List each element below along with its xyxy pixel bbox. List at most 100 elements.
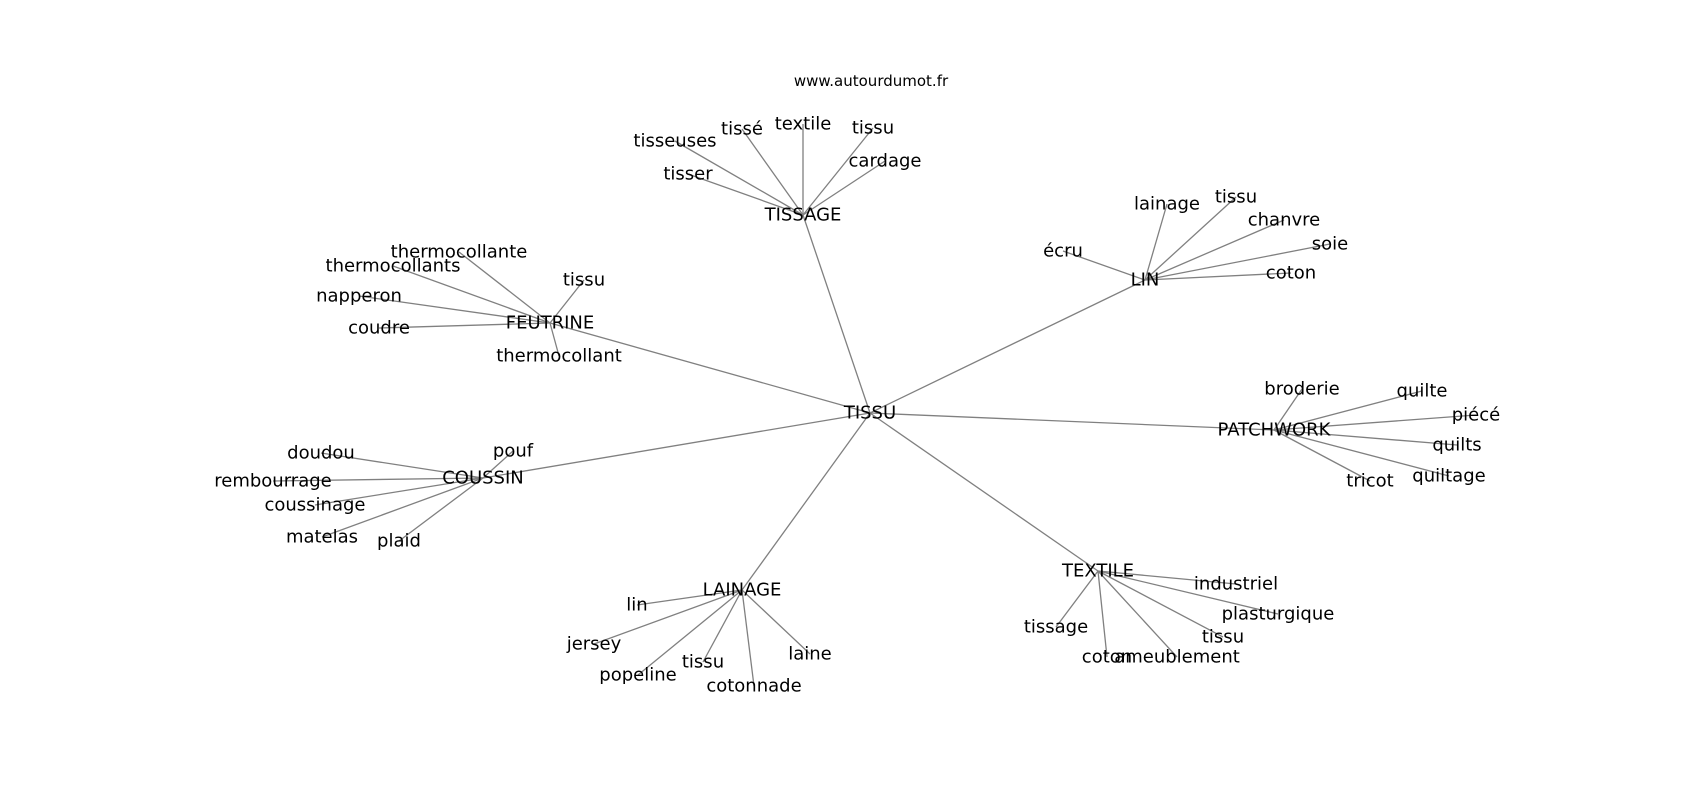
edge-coussin-3 — [321, 477, 484, 538]
edge-lin-0 — [1144, 203, 1168, 281]
word-node: thermocollant — [496, 346, 622, 367]
edge-root-textile — [869, 412, 1099, 572]
word-node: tissu — [682, 652, 724, 673]
edge-coussin-4 — [398, 477, 484, 542]
word-node: tissu — [1215, 187, 1257, 208]
word-node: coudre — [348, 318, 410, 339]
hub-node-lin: LIN — [1131, 270, 1160, 291]
edge-root-lainage — [741, 412, 871, 591]
word-node: plasturgique — [1222, 604, 1335, 625]
edge-patchwork-1 — [1273, 390, 1423, 431]
edge-tissage-4 — [802, 160, 886, 216]
edge-patchwork-0 — [1273, 388, 1303, 431]
edge-tissage-5 — [687, 173, 804, 216]
word-node: tissu — [1202, 627, 1244, 648]
word-node: chanvre — [1248, 210, 1320, 231]
hub-node-tissage: TISSAGE — [764, 205, 842, 226]
edge-feutrine-2 — [358, 295, 551, 324]
edge-feutrine-1 — [392, 265, 551, 324]
edge-patchwork-2 — [1273, 414, 1477, 431]
root-node: TISSU — [843, 403, 896, 424]
word-node: quilte — [1397, 381, 1448, 402]
edge-root-coussin — [482, 412, 871, 479]
word-node: plaid — [377, 531, 421, 552]
site-url-label: www.autourdumot.fr — [793, 72, 949, 90]
word-node: piécé — [1452, 405, 1500, 426]
hub-node-textile: TEXTILE — [1061, 561, 1134, 582]
edge-feutrine-4 — [549, 279, 585, 324]
word-node: tissu — [852, 118, 894, 139]
word-node: tisseuses — [633, 131, 716, 152]
word-node: coton — [1082, 647, 1132, 668]
edge-lin-2 — [1144, 219, 1285, 281]
edge-lainage-1 — [593, 589, 743, 645]
word-node: coton — [1266, 263, 1316, 284]
hub-node-lainage: LAINAGE — [703, 580, 782, 601]
edge-tissage-3 — [802, 127, 874, 216]
graph-edges — [272, 124, 1477, 687]
edge-lin-4 — [1144, 272, 1292, 281]
word-node: tissu — [563, 270, 605, 291]
word-node: quiltage — [1412, 466, 1485, 487]
edge-lin-5 — [1062, 250, 1146, 281]
word-node: industriel — [1194, 574, 1278, 595]
edge-lainage-3 — [702, 589, 743, 663]
word-node: broderie — [1264, 379, 1339, 400]
edge-textile-4 — [1097, 570, 1108, 658]
edge-coussin-1 — [272, 477, 484, 482]
word-node: coussinage — [264, 495, 365, 516]
word-node: lainage — [1134, 194, 1200, 215]
hub-node-feutrine: FEUTRINE — [506, 313, 595, 334]
word-node: laine — [788, 644, 832, 665]
edge-textile-1 — [1097, 570, 1279, 615]
edge-lin-1 — [1144, 196, 1237, 281]
word-node: cotonnade — [706, 676, 801, 697]
word-node: matelas — [286, 527, 358, 548]
edge-lainage-4 — [741, 589, 755, 687]
edge-lainage-2 — [637, 589, 743, 676]
hub-node-patchwork: PATCHWORK — [1218, 420, 1332, 441]
word-node: rembourrage — [214, 471, 331, 492]
edge-coussin-5 — [482, 450, 514, 479]
word-node: cardage — [849, 151, 922, 172]
edge-tissage-1 — [741, 128, 804, 216]
edge-textile-2 — [1097, 570, 1224, 638]
edge-textile-5 — [1055, 570, 1099, 628]
edge-coussin-0 — [320, 452, 484, 479]
word-node: thermocollants — [326, 256, 461, 277]
edge-patchwork-5 — [1273, 429, 1371, 482]
word-node: quilts — [1432, 435, 1481, 456]
word-node: jersey — [566, 634, 622, 655]
hub-node-coussin: COUSSIN — [442, 468, 524, 489]
edge-patchwork-4 — [1273, 429, 1450, 477]
edge-root-patchwork — [869, 412, 1275, 431]
edge-feutrine-3 — [378, 322, 551, 329]
edge-coussin-2 — [314, 477, 484, 506]
edge-root-tissage — [802, 214, 871, 414]
edge-tissage-0 — [674, 140, 804, 216]
word-node: écru — [1043, 241, 1083, 262]
edge-feutrine-5 — [549, 322, 560, 357]
edge-lin-3 — [1144, 243, 1331, 281]
word-node: ameublement — [1114, 647, 1240, 668]
word-node: soie — [1312, 234, 1348, 255]
word-node: tisser — [663, 164, 713, 185]
word-node: tissage — [1024, 617, 1088, 638]
edge-lainage-0 — [636, 589, 743, 606]
edge-root-lin — [869, 279, 1146, 414]
edge-root-feutrine — [549, 322, 871, 414]
word-node: napperon — [316, 286, 402, 307]
word-node: tricot — [1346, 471, 1393, 492]
edge-lainage-5 — [741, 589, 811, 655]
word-node: popeline — [599, 665, 676, 686]
word-node: doudou — [287, 443, 355, 464]
word-node: tissé — [721, 119, 763, 140]
word-node: pouf — [493, 441, 534, 462]
edge-textile-3 — [1097, 570, 1178, 658]
word-node: textile — [775, 114, 832, 135]
edge-patchwork-3 — [1273, 429, 1458, 446]
edge-textile-0 — [1097, 570, 1237, 585]
word-node: lin — [626, 595, 647, 616]
